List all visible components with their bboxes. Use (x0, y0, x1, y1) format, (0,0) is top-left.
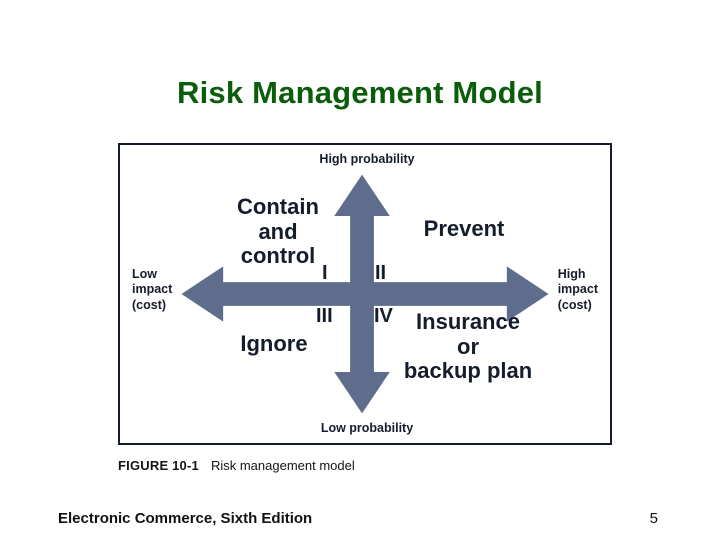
quadrant-label-insurance-or-backup-plan: Insurance or backup plan (403, 309, 533, 384)
left-right-arrow-icon (181, 266, 549, 322)
quadrant-label-ignore: Ignore (240, 331, 308, 356)
figure-caption-text: Risk management model (210, 458, 355, 473)
axis-label-low-probability: Low probability (320, 420, 414, 435)
axis-label-low-impact: Low impact (cost) (132, 267, 173, 312)
quadrant-numeral-iii: III (316, 305, 333, 327)
quadrant-label-prevent: Prevent (423, 216, 505, 241)
axis-label-high-impact: High impact (cost) (557, 267, 598, 312)
page-title: Risk Management Model (177, 75, 543, 110)
figure-caption-id: FIGURE 10-1 (118, 458, 199, 473)
risk-quadrant-diagram (181, 174, 549, 414)
figure-box: High probability Low probability Low imp… (118, 143, 612, 445)
footer-page-number: 5 (649, 510, 658, 527)
quadrant-label-contain-and-control: Contain and control (237, 194, 319, 269)
figure-caption: FIGURE 10-1 Risk management model (118, 458, 355, 473)
footer-book-title: Electronic Commerce, Sixth Edition (58, 510, 313, 527)
quadrant-numeral-iv: IV (374, 305, 393, 327)
quadrant-numeral-i: I (322, 262, 328, 284)
axis-label-high-probability: High probability (319, 152, 415, 166)
quadrant-numeral-ii: II (375, 262, 387, 284)
